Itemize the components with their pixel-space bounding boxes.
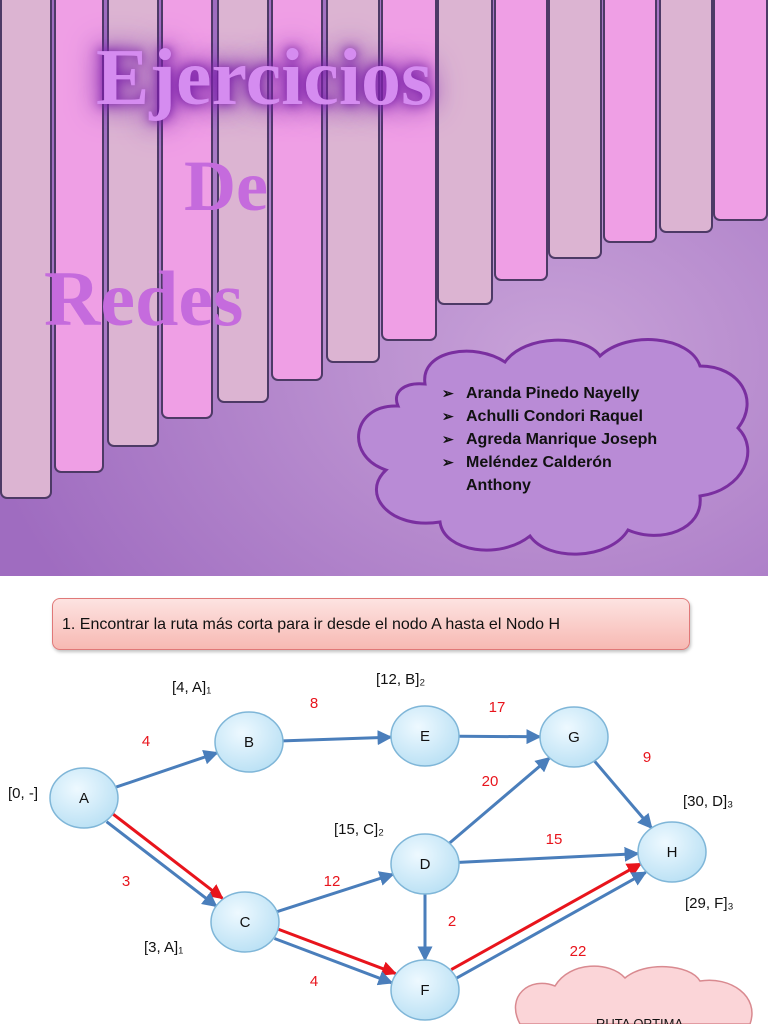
edge-B-E bbox=[282, 730, 393, 746]
title-line-3: Redes bbox=[44, 255, 244, 342]
author-cloud bbox=[357, 338, 750, 556]
node-E bbox=[390, 705, 460, 767]
edge-weight: 22 bbox=[570, 943, 587, 960]
decorative-stripe bbox=[659, 0, 713, 233]
edge-weight: 4 bbox=[310, 973, 318, 990]
author-name: Achulli Condori Raquel bbox=[466, 408, 643, 425]
node-C bbox=[210, 891, 280, 953]
decorative-stripe bbox=[271, 0, 323, 381]
arrow-bullet-icon: ➢ bbox=[442, 454, 454, 470]
decorative-stripe bbox=[217, 0, 269, 403]
node-A bbox=[49, 767, 119, 829]
edge-D-H bbox=[458, 846, 640, 864]
node-D bbox=[390, 833, 460, 895]
decorative-stripe bbox=[107, 0, 159, 447]
decorative-stripe bbox=[494, 0, 548, 281]
node-label-B: [4, A]₁ bbox=[172, 679, 211, 696]
node-F bbox=[390, 959, 460, 1021]
node-letter: E bbox=[420, 728, 430, 745]
node-letter: D bbox=[420, 856, 431, 873]
callout-cloud bbox=[514, 965, 753, 1024]
node-letter: A bbox=[79, 790, 89, 807]
decorative-stripe bbox=[603, 0, 657, 243]
node-letter: H bbox=[667, 844, 678, 861]
edge-F-H bbox=[455, 871, 648, 980]
arrow-bullet-icon: ➢ bbox=[442, 431, 454, 447]
author-name: Meléndez Calderón Anthony bbox=[466, 454, 612, 494]
decorative-stripe bbox=[713, 0, 768, 221]
author-item: ➢ Achulli Condori Raquel bbox=[440, 405, 680, 428]
edge-A-C bbox=[105, 820, 218, 908]
edge-weight: 12 bbox=[324, 873, 341, 890]
node-label-D: [15, C]₂ bbox=[334, 821, 384, 838]
node-label-E: [12, B]₂ bbox=[376, 671, 425, 688]
edge-A-B bbox=[115, 750, 219, 789]
title-line-2: De bbox=[184, 146, 268, 226]
optimal-edge-F-H bbox=[450, 862, 643, 971]
edge-C-F bbox=[273, 937, 394, 986]
edge-weight: 17 bbox=[489, 699, 506, 716]
decorative-stripe bbox=[0, 0, 52, 499]
edge-G-H bbox=[593, 760, 653, 830]
arrow-bullet-icon: ➢ bbox=[442, 385, 454, 401]
node-letter: G bbox=[568, 729, 580, 746]
node-B bbox=[214, 711, 284, 773]
edge-E-G bbox=[458, 729, 542, 745]
author-item: ➢ Agreda Manrique Joseph bbox=[440, 428, 680, 451]
node-label-H-alt: [29, F]₃ bbox=[685, 895, 734, 912]
author-name: Aranda Pinedo Nayelly bbox=[466, 385, 640, 402]
exercise-slide: 1. Encontrar la ruta más corta para ir d… bbox=[0, 576, 768, 1024]
node-letter: C bbox=[240, 914, 251, 931]
edge-weight: 9 bbox=[643, 749, 651, 766]
node-label-H: [30, D]₃ bbox=[683, 793, 733, 810]
node-letter: F bbox=[420, 982, 429, 999]
arrow-bullet-icon: ➢ bbox=[442, 408, 454, 424]
edge-weight: 20 bbox=[482, 773, 499, 790]
node-G bbox=[539, 706, 609, 768]
author-item: ➢ Aranda Pinedo Nayelly bbox=[440, 382, 680, 405]
node-letter: B bbox=[244, 734, 254, 751]
decorative-stripe bbox=[381, 0, 437, 341]
title-line-1: Ejercicios bbox=[96, 34, 433, 122]
optimal-edge-C-F bbox=[277, 927, 397, 976]
author-item: ➢ Meléndez Calderón Anthony bbox=[440, 451, 680, 497]
author-name: Agreda Manrique Joseph bbox=[466, 431, 658, 448]
question-box: 1. Encontrar la ruta más corta para ir d… bbox=[52, 598, 690, 650]
edge-weight: 2 bbox=[448, 913, 456, 930]
callout-text: RUTA OPTIMA bbox=[596, 1016, 683, 1024]
title-slide-background bbox=[0, 0, 768, 576]
edge-D-G bbox=[448, 756, 551, 845]
decorative-stripe bbox=[54, 0, 104, 473]
decorative-stripe bbox=[161, 0, 213, 419]
edge-weight: 15 bbox=[546, 831, 563, 848]
author-list: ➢ Aranda Pinedo Nayelly ➢ Achulli Condori … bbox=[440, 382, 680, 497]
edge-weight: 3 bbox=[122, 873, 130, 890]
node-label-A: [0, -] bbox=[8, 785, 38, 802]
node-label-C: [3, A]₁ bbox=[144, 939, 183, 956]
optimal-edge-A-C bbox=[111, 812, 224, 900]
edge-weight: 8 bbox=[310, 695, 318, 712]
edge-C-D bbox=[276, 871, 395, 914]
decorative-stripe bbox=[326, 0, 380, 363]
decorative-stripe bbox=[548, 0, 602, 259]
decorative-stripe bbox=[437, 0, 493, 305]
edge-weight: 4 bbox=[142, 733, 150, 750]
title-slide: Ejercicios De Redes ➢ Aranda Pinedo Nayel… bbox=[0, 0, 768, 576]
node-H bbox=[637, 821, 707, 883]
